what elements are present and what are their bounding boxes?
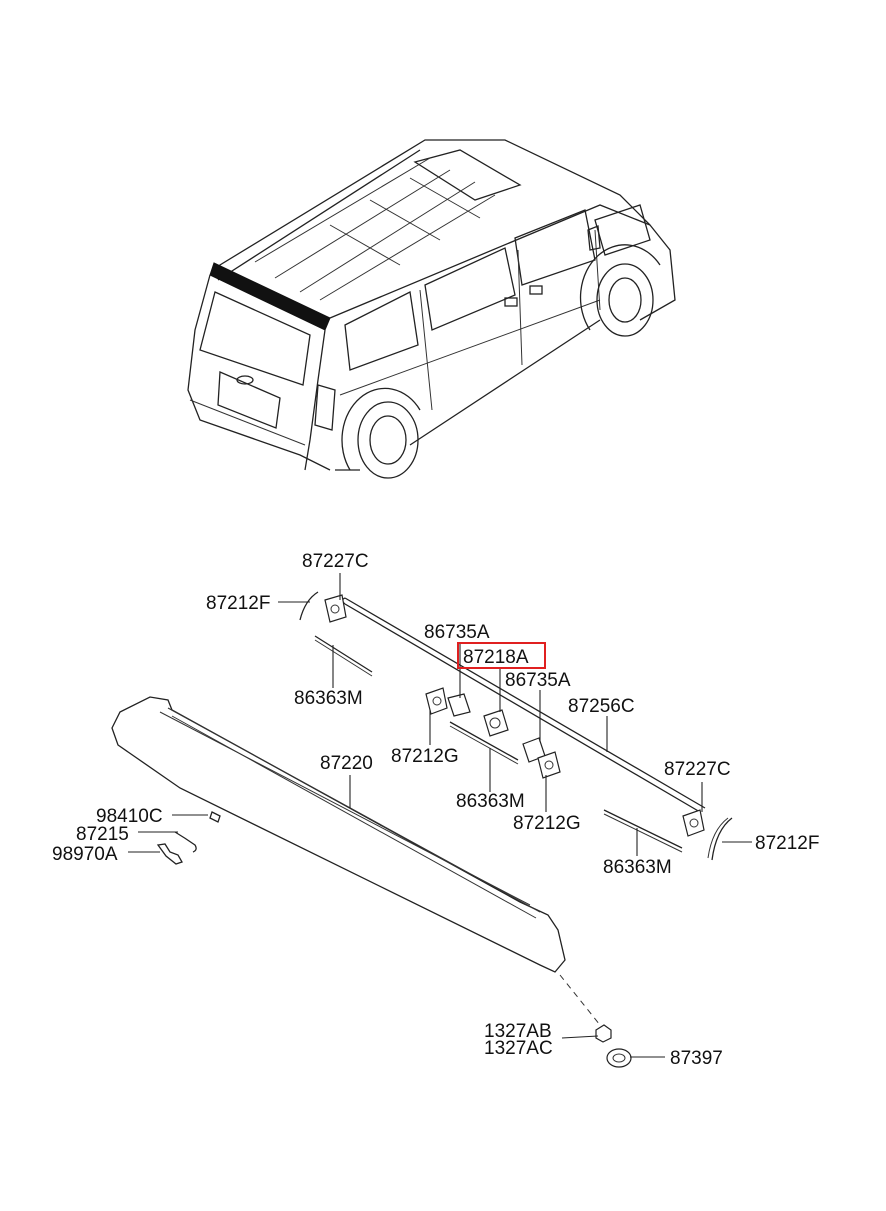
part-87212g-clip-1 [425,687,448,715]
label-87227c-top: 87227C [302,551,369,572]
label-1327ac: 1327AC [484,1038,553,1059]
part-87397-cap [606,1048,632,1068]
part-87227c-right-clip [682,809,705,837]
label-87212g-1: 87212G [391,746,459,767]
part-87215-hose [174,831,197,853]
label-86363m-right: 86363M [603,857,672,878]
assembly-dashed-line [559,974,601,1026]
highlight-87218a-box [457,642,546,669]
label-87212f-left: 87212F [206,593,270,614]
part-1327ab-nut [595,1024,612,1043]
label-87215: 87215 [76,824,129,845]
part-98970a-nozzle [156,843,183,865]
vehicle-illustration [187,139,676,479]
label-87227c-right: 87227C [664,759,731,780]
part-86363m-mid-strip [449,721,519,761]
part-87212f-left-cap [299,591,319,621]
part-87212f-right-cap [711,817,733,861]
part-87220-spoiler [111,696,566,973]
part-86363m-left-strip [314,635,373,673]
part-98410c-clip [209,811,221,823]
label-87220: 87220 [320,753,373,774]
label-87397: 87397 [670,1048,723,1069]
label-86363m-mid: 86363M [456,791,525,812]
leader-lines [128,573,752,1058]
label-87256c: 87256C [568,696,635,717]
label-86735a-2: 86735A [505,670,571,691]
label-87212f-right: 87212F [755,833,819,854]
label-98970a: 98970A [52,844,118,865]
part-86363m-right-strip [603,809,683,849]
part-87256c-molding [341,597,706,813]
part-86735a-pad-1 [447,693,471,717]
label-98410c: 98410C [96,806,163,827]
label-87212g-2: 87212G [513,813,581,834]
label-1327ab: 1327AB [484,1021,552,1042]
label-86363m-left: 86363M [294,688,363,709]
label-87218a[interactable]: 87218A [463,647,529,668]
part-87218a-clip [483,709,509,737]
part-87212g-clip-2 [537,751,561,779]
label-86735a-1: 86735A [424,622,490,643]
part-87227c-left-clip [324,594,347,623]
